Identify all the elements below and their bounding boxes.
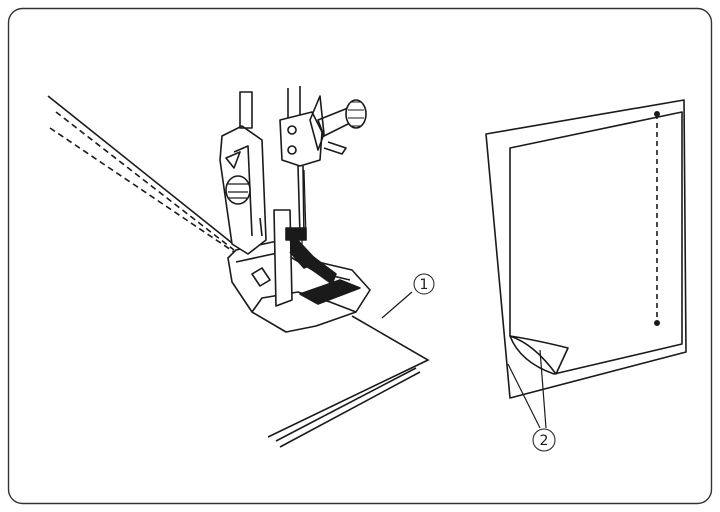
- callout-2-circle: [532, 428, 556, 452]
- stitch-line-icon: [55, 111, 235, 251]
- callout-1-circle: [413, 273, 435, 295]
- fabric-layers: [47, 95, 430, 448]
- folded-fabric-icon: [485, 99, 687, 399]
- front-sheet: [509, 111, 683, 375]
- fabric-front-edge-3: [279, 371, 421, 448]
- needle-clamp-icon: [239, 86, 367, 258]
- callout-2-leader-a: [507, 363, 541, 429]
- presser-foot-icon: [219, 125, 371, 333]
- callout-2-number: 2: [540, 433, 549, 449]
- callout-1-leader: [381, 291, 413, 319]
- curled-corner: [509, 335, 569, 375]
- fabric-top-edge-upper: [47, 95, 233, 244]
- callout-1-number: 1: [420, 277, 429, 293]
- callout-2: 2: [507, 349, 556, 452]
- fabric-front-edge-1: [267, 315, 430, 438]
- fabric-front-edge-2: [275, 367, 417, 442]
- callout-2-leader-b: [539, 349, 547, 429]
- callout-1: 1: [381, 273, 435, 319]
- fabric-top-edge-lower: [49, 127, 241, 257]
